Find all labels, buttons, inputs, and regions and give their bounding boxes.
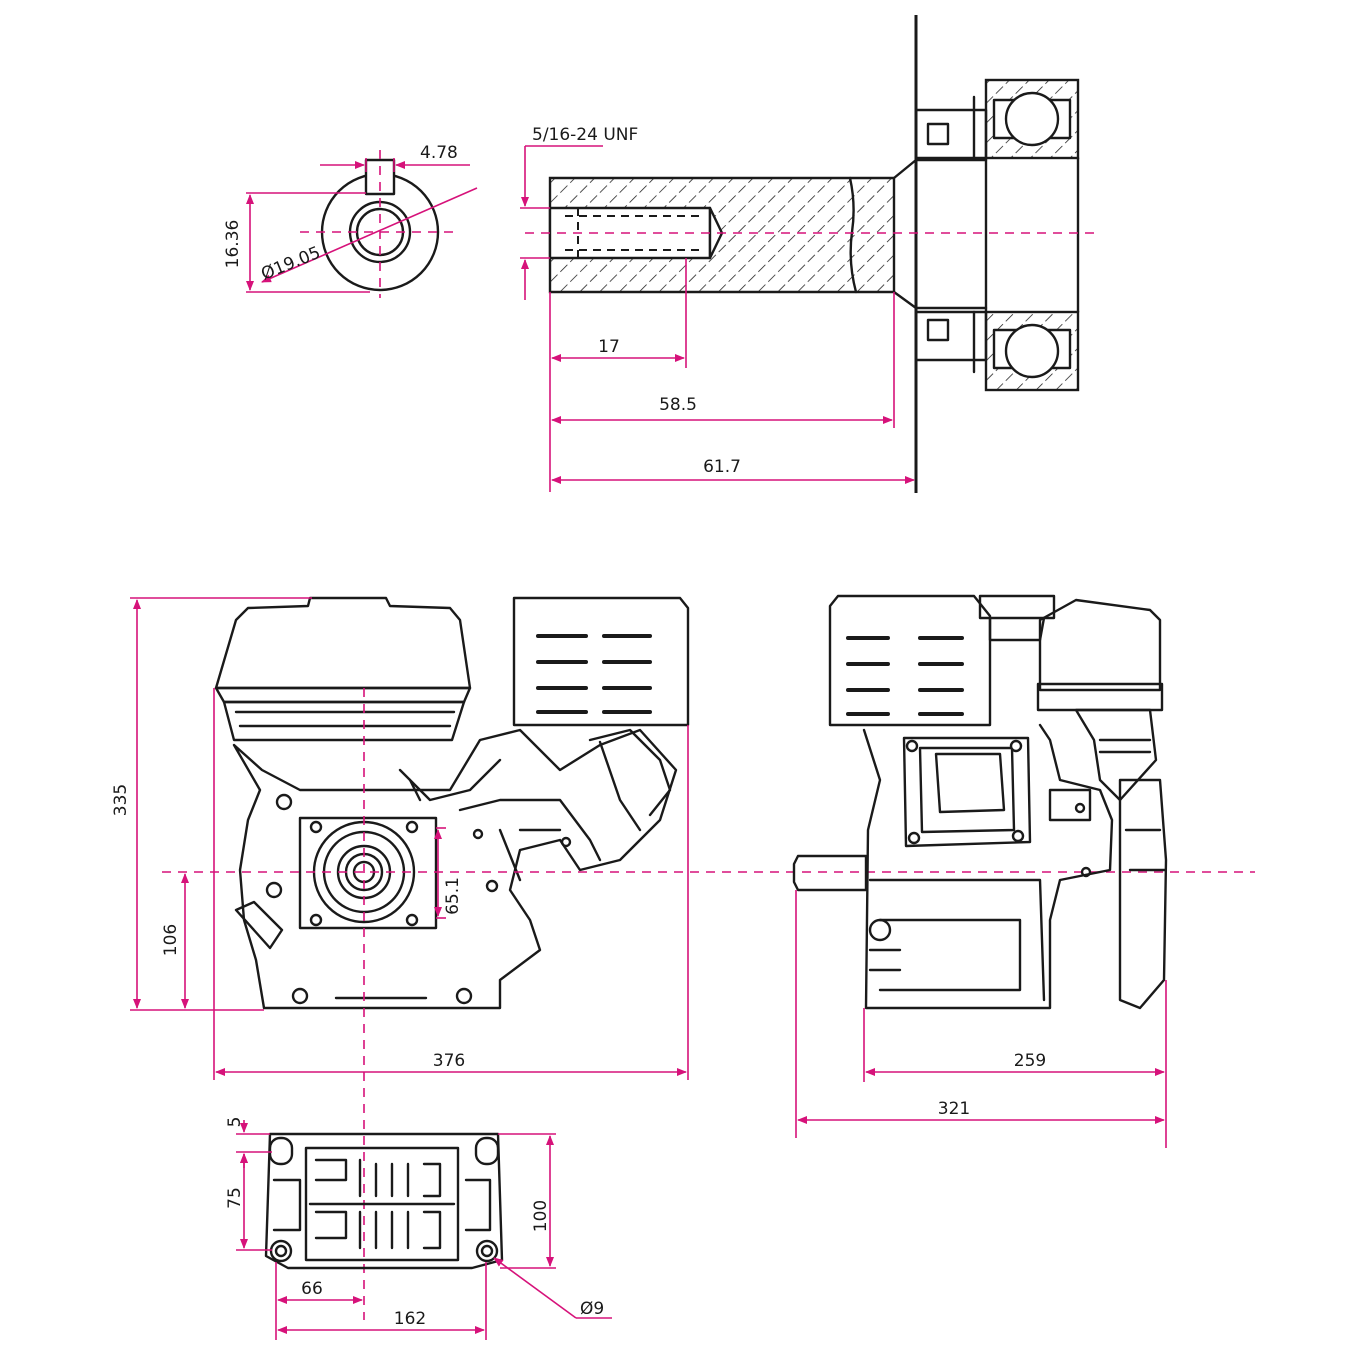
base-depth-label: 100 bbox=[531, 1200, 551, 1232]
width-label: 376 bbox=[433, 1051, 465, 1071]
overall-length-label: 321 bbox=[938, 1099, 970, 1119]
thread-spec-label: 5/16-24 UNF bbox=[532, 125, 638, 145]
hole-spacing-x-label: 162 bbox=[394, 1309, 426, 1329]
key-width-label: 4.78 bbox=[420, 143, 458, 163]
shaft-section-view bbox=[520, 15, 1100, 493]
shaft-height-label: 106 bbox=[161, 924, 181, 956]
engine-side-view bbox=[792, 594, 1168, 1148]
shaft-length-label: 58.5 bbox=[659, 395, 697, 415]
shaft-end-view bbox=[246, 150, 478, 298]
shaft-total-label: 61.7 bbox=[703, 457, 741, 477]
hole-spacing-y-label: 75 bbox=[225, 1187, 245, 1209]
key-height-label: 16.36 bbox=[223, 220, 243, 269]
side-air-filter-vents bbox=[846, 636, 964, 716]
hole-diameter-label: Ø9 bbox=[580, 1299, 604, 1319]
engine-front-view bbox=[130, 596, 1255, 1320]
shaft-diameter-label: Ø19.05 bbox=[258, 243, 323, 285]
edge-offset-label: 5 bbox=[225, 1117, 245, 1128]
height-label: 335 bbox=[111, 784, 131, 816]
engine-base-view bbox=[236, 1120, 612, 1340]
bolt-circle-label: 65.1 bbox=[443, 877, 463, 915]
center-offset-label: 66 bbox=[301, 1279, 323, 1299]
air-filter-vents bbox=[536, 634, 652, 714]
body-length-label: 259 bbox=[1014, 1051, 1046, 1071]
thread-depth-label: 17 bbox=[598, 337, 620, 357]
